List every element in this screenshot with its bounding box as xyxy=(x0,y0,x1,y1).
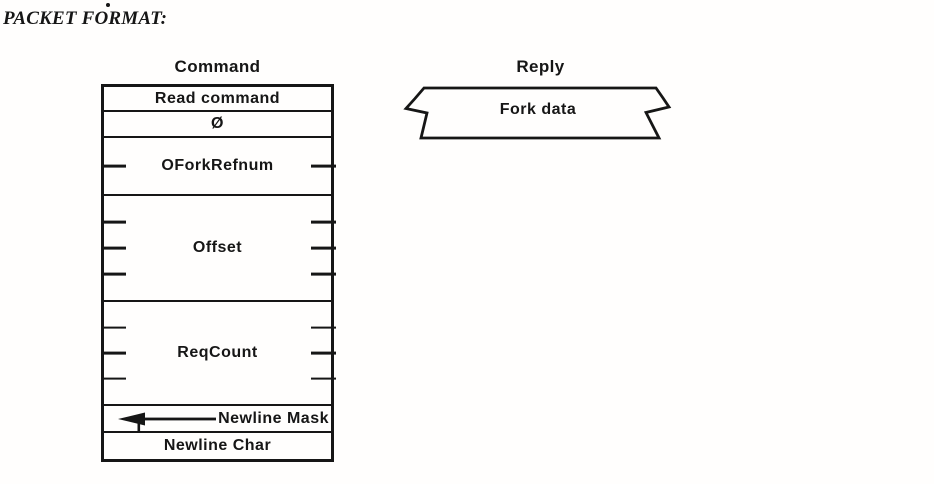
reply-field-label: Fork data xyxy=(499,101,577,118)
command-packet-box: Read command Ø OForkRefnum Offset xyxy=(101,84,336,462)
byte-boundary-tick xyxy=(101,164,126,168)
command-column-header: Command xyxy=(174,57,261,76)
byte-boundary-tick xyxy=(311,272,336,276)
field-row-zero: Ø xyxy=(104,112,331,138)
field-label: Newline Mask xyxy=(218,409,329,427)
byte-boundary-tick xyxy=(311,351,336,355)
reply-column-header: Reply xyxy=(516,57,565,76)
field-label: Newline Char xyxy=(163,437,272,454)
byte-boundary-tick xyxy=(311,377,336,380)
field-label: ReqCount xyxy=(177,344,258,361)
field-label: Read command xyxy=(154,89,281,107)
field-row-newline-mask: Newline Mask xyxy=(104,406,331,433)
byte-boundary-tick xyxy=(101,272,126,276)
byte-boundary-tick xyxy=(101,351,126,355)
byte-boundary-tick xyxy=(101,377,126,380)
field-row-read-command: Read command xyxy=(104,87,331,112)
byte-boundary-tick xyxy=(311,220,336,224)
byte-boundary-tick xyxy=(101,326,126,329)
field-row-reqcount: ReqCount xyxy=(101,302,336,406)
field-label: OForkRefnum xyxy=(161,157,274,174)
byte-boundary-tick xyxy=(101,246,126,250)
page-title: PACKET FORMAT: xyxy=(3,8,168,29)
field-row-oforkrefnum: OForkRefnum xyxy=(101,138,336,196)
left-arrow-icon xyxy=(118,412,216,431)
byte-boundary-tick xyxy=(311,326,336,329)
field-label: Ø xyxy=(211,115,224,132)
stray-ink-dot xyxy=(106,3,110,7)
field-row-newline-char: Newline Char xyxy=(104,433,331,459)
byte-boundary-tick xyxy=(101,220,126,224)
byte-boundary-tick xyxy=(311,246,336,250)
reply-banner-shape xyxy=(403,86,672,140)
field-label: Offset xyxy=(192,239,243,256)
byte-boundary-tick xyxy=(311,164,336,168)
field-row-offset: Offset xyxy=(101,196,336,302)
